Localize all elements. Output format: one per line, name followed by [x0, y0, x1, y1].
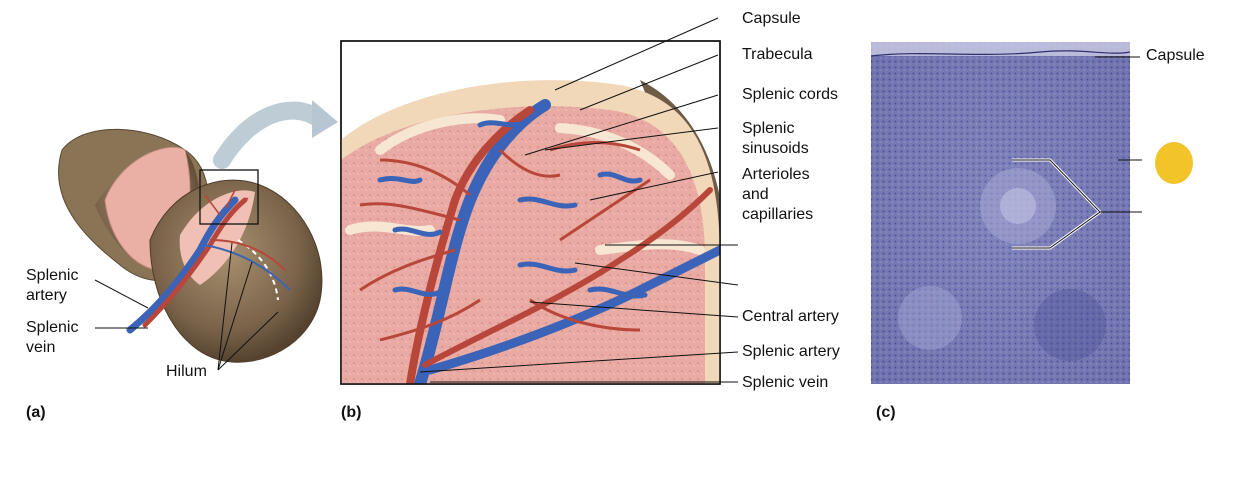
- zoom-arrowhead-icon: [312, 100, 338, 138]
- panel-letter-c: (c): [876, 404, 896, 421]
- zoom-box: [199, 169, 259, 225]
- panel-letter-a: (a): [26, 404, 46, 421]
- panel-a-illustration: [58, 100, 338, 371]
- label-c-capsule: Capsule: [1146, 47, 1205, 64]
- yellow-marker-icon: [1155, 142, 1193, 184]
- label-b-splenic-sinusoids: Splenic sinusoids: [742, 120, 809, 157]
- panel-b-illustration: [340, 17, 739, 385]
- label-a-splenic-vein: Splenic vein: [26, 319, 79, 356]
- label-b-splenic-cords: Splenic cords: [742, 86, 839, 103]
- label-b-splenic-artery: Splenic artery: [742, 343, 840, 360]
- capsule-layer: [871, 42, 1130, 56]
- label-b-central-artery: Central artery: [742, 308, 839, 325]
- label-b-capsule: Capsule: [742, 10, 801, 27]
- label-b-splenic-vein: Splenic vein: [742, 374, 829, 391]
- label-b-arterioles-capillaries: Arterioles and capillaries: [742, 166, 814, 223]
- label-b-trabecula: Trabecula: [742, 46, 813, 63]
- label-a-hilum: Hilum: [166, 363, 207, 380]
- panel-c-micrograph: [870, 42, 1193, 384]
- zoom-arrow-icon: [213, 101, 327, 169]
- label-a-splenic-artery: Splenic artery: [26, 267, 79, 304]
- panel-letter-b: (b): [341, 404, 362, 421]
